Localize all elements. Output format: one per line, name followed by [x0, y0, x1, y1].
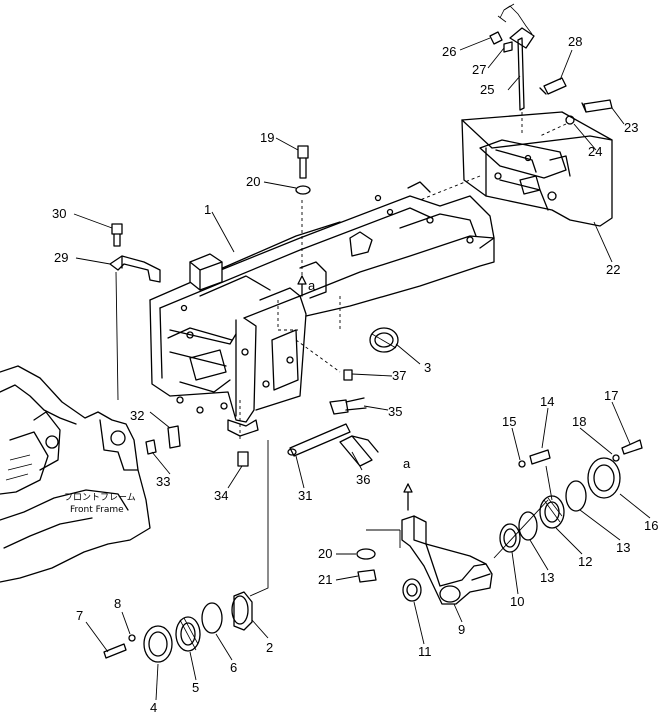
callout-29: 29 — [54, 250, 68, 265]
reference-mark-a-upper: a — [308, 278, 316, 293]
bearing-stack-left — [103, 591, 253, 663]
callout-16: 16 — [644, 518, 658, 533]
callout-25: 25 — [480, 82, 494, 97]
leader-lines — [73, 37, 651, 701]
callout-1: 1 — [204, 202, 211, 217]
callout-2: 2 — [266, 640, 273, 655]
front-frame-label-jp: フロントフレーム — [64, 492, 136, 503]
callout-26: 26 — [442, 44, 456, 59]
link-31 — [287, 423, 351, 457]
callout-12: 12 — [578, 554, 592, 569]
callout-14: 14 — [540, 394, 554, 409]
pin-32 — [167, 425, 181, 449]
callout-19: 19 — [260, 130, 274, 145]
bearing-stack-right — [402, 439, 643, 602]
callout-20a: 20 — [246, 174, 260, 189]
bolt-37 — [343, 369, 353, 381]
callout-21: 21 — [318, 572, 332, 587]
callout-5: 5 — [192, 680, 199, 695]
callout-7: 7 — [76, 608, 83, 623]
counterweight — [461, 111, 613, 227]
callout-8: 8 — [114, 596, 121, 611]
callout-9: 9 — [458, 622, 465, 637]
washer-20-lower — [356, 548, 376, 560]
callout-37: 37 — [392, 368, 406, 383]
lever-36 — [339, 435, 379, 467]
bolt-30 — [111, 223, 123, 247]
front-frame-partial — [0, 365, 151, 583]
callout-17: 17 — [604, 388, 618, 403]
callout-35: 35 — [388, 404, 402, 419]
callout-3: 3 — [424, 360, 431, 375]
callout-4: 4 — [150, 700, 157, 715]
pin-35 — [329, 397, 367, 415]
bracket-29 — [109, 255, 161, 283]
callout-30: 30 — [52, 206, 66, 221]
nut-21 — [357, 569, 377, 583]
callout-6: 6 — [230, 660, 237, 675]
callout-11: 11 — [418, 644, 432, 659]
front-frame-label-en: Front Frame — [70, 505, 124, 515]
callout-18: 18 — [572, 414, 586, 429]
bolt-33 — [145, 439, 157, 455]
axle-support-arm — [401, 515, 493, 605]
callout-24: 24 — [588, 144, 602, 159]
callout-10: 10 — [510, 594, 524, 609]
callout-13b: 13 — [616, 540, 630, 555]
callout-31: 31 — [298, 488, 312, 503]
bushing-3 — [369, 327, 399, 353]
callout-34: 34 — [214, 488, 228, 503]
callout-13a: 13 — [540, 570, 554, 585]
callout-28: 28 — [568, 34, 582, 49]
callout-27: 27 — [472, 62, 486, 77]
main-frame — [149, 181, 495, 437]
callout-23: 23 — [624, 120, 638, 135]
callout-33: 33 — [156, 474, 170, 489]
callout-20b: 20 — [318, 546, 332, 561]
reference-mark-a-lower: a — [403, 456, 411, 471]
lifting-rod-assembly — [489, 3, 613, 125]
callout-36: 36 — [356, 472, 370, 487]
bolt-34 — [237, 451, 249, 467]
bolt-19-washer-20 — [295, 145, 311, 195]
callout-22: 22 — [606, 262, 620, 277]
callout-32: 32 — [130, 408, 144, 423]
callout-15: 15 — [502, 414, 516, 429]
